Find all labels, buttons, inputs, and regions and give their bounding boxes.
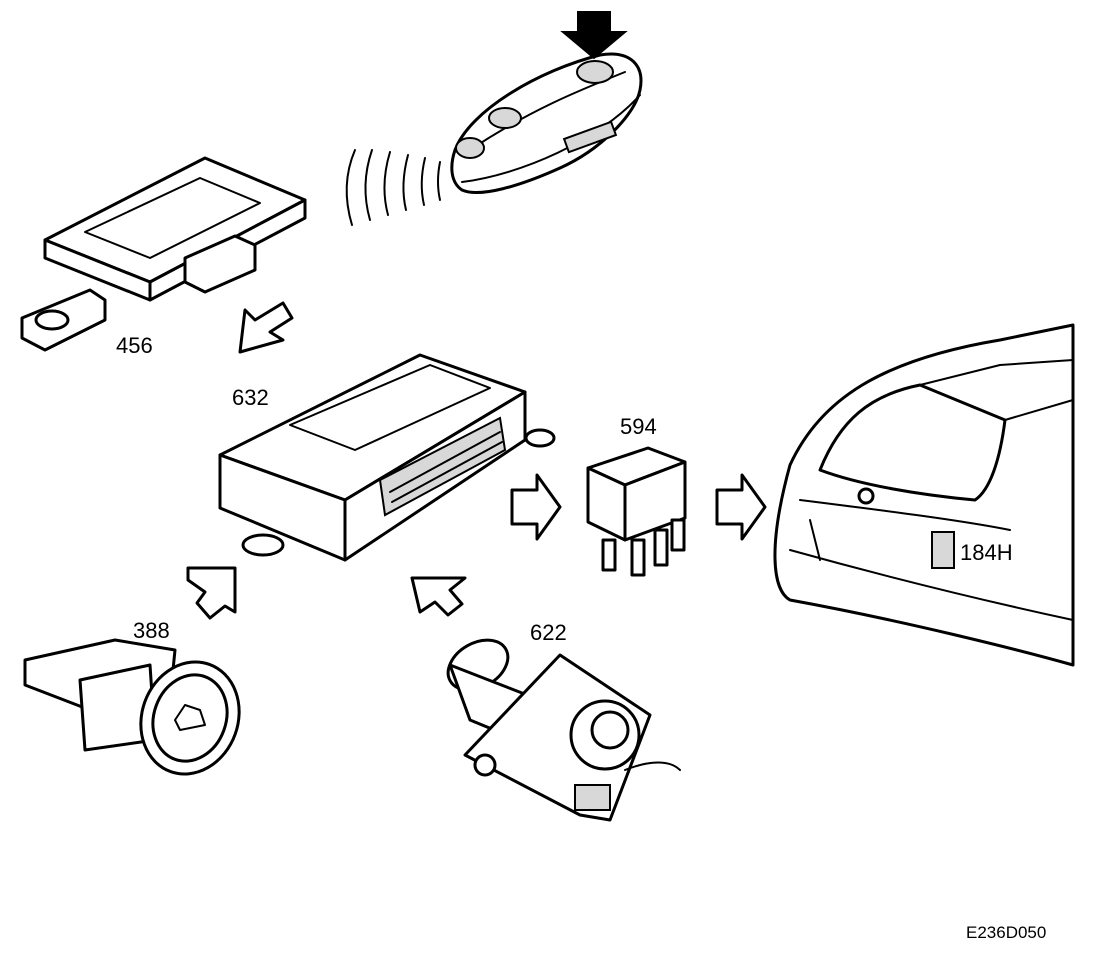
figure-code: E236D050: [966, 923, 1046, 942]
relay-icon: [586, 446, 687, 577]
label-456: 456: [116, 333, 153, 358]
control-unit-icon: [218, 353, 556, 562]
flow-arrow-icon: [186, 301, 767, 620]
press-arrow-icon: [560, 11, 628, 60]
label-622: 622: [530, 620, 567, 645]
label-388: 388: [133, 618, 170, 643]
signal-waves-icon: [345, 149, 441, 226]
ignition-lock-icon: [446, 638, 681, 822]
arrow-relay-to-car: [715, 473, 767, 541]
label-594: 594: [620, 414, 657, 439]
receiver-module-icon: [20, 156, 307, 352]
switch-icon: [23, 638, 241, 776]
car-rear-icon: [773, 323, 1075, 667]
arrow-control-to-relay: [510, 473, 562, 541]
arrow-ignition-to-control: [410, 576, 467, 617]
arrow-switch-to-control: [186, 566, 237, 620]
arrow-receiver-to-control: [238, 301, 294, 354]
label-632: 632: [232, 385, 269, 410]
remote-key-icon: [450, 11, 643, 194]
label-184h: 184H: [960, 540, 1013, 565]
